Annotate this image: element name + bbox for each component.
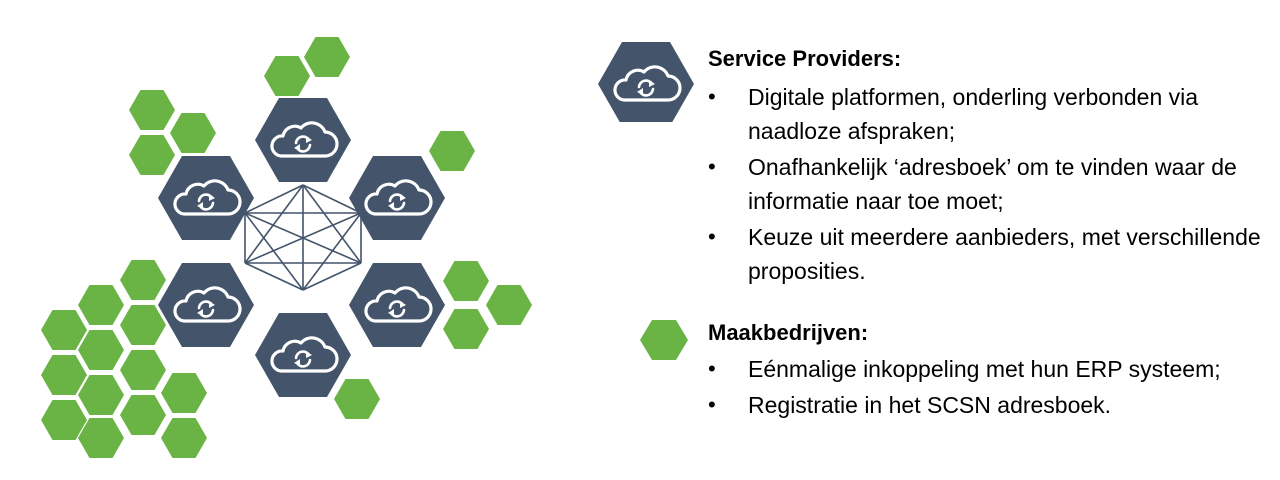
maker-hexagon bbox=[120, 395, 166, 435]
bullet-item: Registratie in het SCSN adresboek. bbox=[708, 388, 1268, 422]
connection-line bbox=[244, 184, 304, 264]
maker-hexagon bbox=[161, 373, 207, 413]
bullet-item: Eénmalige inkoppeling met hun ERP systee… bbox=[708, 352, 1268, 386]
maakbedrijven-bullet-list: Eénmalige inkoppeling met hun ERP systee… bbox=[708, 352, 1268, 424]
maker-hexagon bbox=[443, 309, 489, 349]
provider-hexagon bbox=[158, 156, 254, 240]
maker-hexagon bbox=[78, 285, 124, 325]
connection-line bbox=[302, 212, 362, 291]
cloud-sync-icon bbox=[613, 65, 682, 102]
cloud-sync-icon bbox=[598, 42, 694, 122]
maker-hexagon bbox=[41, 310, 87, 350]
provider-hexagon bbox=[255, 98, 351, 182]
maker-hexagon bbox=[334, 379, 380, 419]
network-diagram bbox=[41, 37, 532, 458]
bullet-item: Digitale platformen, onderling verbonden… bbox=[708, 80, 1268, 148]
connection-line bbox=[302, 184, 362, 214]
maker-hexagon bbox=[129, 135, 175, 175]
cloud-sync-icon bbox=[270, 121, 339, 158]
connection-line bbox=[302, 262, 362, 291]
maker-hexagon bbox=[120, 350, 166, 390]
provider-hexagon bbox=[349, 156, 445, 240]
maker-hexagons bbox=[41, 37, 532, 458]
maker-hexagon bbox=[78, 330, 124, 370]
maker-hexagon bbox=[640, 320, 688, 360]
cloud-sync-icon bbox=[173, 286, 242, 323]
maker-hexagon bbox=[161, 418, 207, 458]
connection-line bbox=[244, 184, 304, 214]
maker-hexagon bbox=[78, 418, 124, 458]
provider-hexagon bbox=[255, 313, 351, 397]
bullet-item: Keuze uit meerdere aanbieders, met versc… bbox=[708, 220, 1268, 288]
maker-hexagon bbox=[304, 37, 350, 77]
bullet-item: Onafhankelijk ‘adresboek’ om te vinden w… bbox=[708, 150, 1268, 218]
connection-line bbox=[244, 212, 362, 264]
hexagon-icon bbox=[640, 320, 688, 360]
maker-hexagon bbox=[120, 260, 166, 300]
maker-hexagon bbox=[443, 261, 489, 301]
cloud-sync-icon bbox=[270, 336, 339, 373]
cloud-sync-icon bbox=[173, 179, 242, 216]
legend-title-service-providers: Service Providers: bbox=[708, 46, 902, 71]
maker-hexagon bbox=[170, 113, 216, 153]
connection-line bbox=[244, 212, 304, 291]
legend-title-maakbedrijven: Maakbedrijven: bbox=[708, 320, 869, 345]
maker-hexagon bbox=[486, 285, 532, 325]
maker-hexagon bbox=[429, 131, 475, 171]
maker-hexagon bbox=[120, 305, 166, 345]
service-providers-bullet-list: Digitale platformen, onderling verbonden… bbox=[708, 80, 1268, 290]
maker-hexagon bbox=[129, 90, 175, 130]
cloud-sync-icon bbox=[364, 179, 433, 216]
cloud-sync-icon bbox=[364, 286, 433, 323]
provider-hexagons bbox=[158, 98, 445, 397]
connection-line bbox=[244, 262, 304, 291]
maker-hexagon bbox=[41, 355, 87, 395]
provider-hexagon bbox=[598, 42, 694, 122]
maker-hexagon bbox=[78, 375, 124, 415]
provider-hexagon bbox=[349, 263, 445, 347]
maker-hexagon bbox=[41, 400, 87, 440]
maker-hexagon bbox=[264, 56, 310, 96]
connection-line bbox=[302, 184, 362, 264]
provider-hexagon bbox=[158, 263, 254, 347]
provider-mesh-lines bbox=[244, 184, 362, 291]
